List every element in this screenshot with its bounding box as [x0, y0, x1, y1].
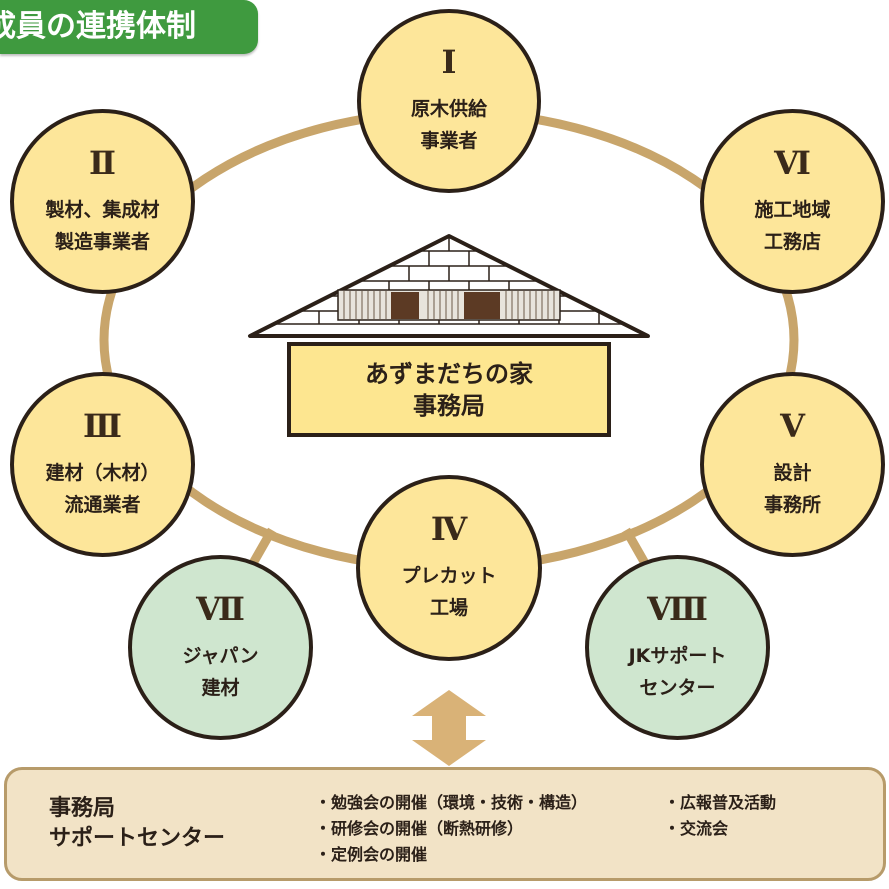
member-label: ジャパン 建材 [182, 644, 259, 699]
member-number: Ⅵ [774, 143, 811, 182]
activity-list-right: ・広報普及活動 ・交流会 [664, 790, 776, 842]
double-arrow [412, 690, 486, 766]
member-label: 原木供給 事業者 [410, 98, 487, 152]
member-circle-i: Ⅰ 原木供給 事業者 [357, 9, 541, 193]
member-circle-iv: Ⅳ プレカット 工場 [356, 475, 542, 661]
member-label: JKサポート センター [628, 644, 727, 699]
member-circle-vi: Ⅵ 施工地域 工務店 [700, 109, 885, 294]
member-label: 設計 事務所 [763, 461, 821, 516]
activity-item: ・定例会の開催 [315, 845, 428, 864]
member-number: Ⅰ [441, 43, 457, 81]
member-number: Ⅳ [430, 510, 468, 548]
member-label: 建材（木材） 流通業者 [45, 461, 160, 516]
member-label: 施工地域 工務店 [754, 198, 831, 253]
member-label: プレカット 工場 [401, 565, 497, 619]
activity-list-left: ・勉強会の開催（環境・技術・構造） ・研修会の開催（断熱研修） ・定例会の開催 [315, 790, 587, 868]
activity-item: ・広報普及活動 [664, 793, 777, 812]
member-number: Ⅷ [647, 589, 708, 628]
member-number: Ⅱ [89, 143, 116, 182]
house-body: あずまだちの家 事務局 [287, 342, 611, 437]
member-number: Ⅲ [83, 406, 122, 445]
member-circle-v: Ⅴ 設計 事務所 [700, 372, 885, 557]
member-circle-vii: Ⅶ ジャパン 建材 [128, 555, 313, 740]
member-label: 製材、集成材 製造事業者 [45, 198, 160, 253]
member-number: Ⅶ [196, 589, 245, 628]
member-circle-iii: Ⅲ 建材（木材） 流通業者 [10, 372, 195, 557]
panel-title: 事務局 サポートセンター [49, 796, 226, 851]
title-banner: 成員の連携体制 [0, 0, 258, 54]
activity-item: ・勉強会の開催（環境・技術・構造） [315, 793, 588, 812]
member-number: Ⅴ [780, 406, 805, 445]
member-circle-ii: Ⅱ 製材、集成材 製造事業者 [10, 109, 195, 294]
center-label: あずまだちの家 事務局 [365, 359, 533, 420]
support-center-panel: 事務局 サポートセンター ・勉強会の開催（環境・技術・構造） ・研修会の開催（断… [4, 767, 886, 881]
member-circle-viii: Ⅷ JKサポート センター [585, 555, 770, 740]
house-roof [248, 234, 650, 338]
page-title: 成員の連携体制 [0, 9, 196, 44]
activity-item: ・研修会の開催（断熱研修） [315, 819, 524, 838]
activity-item: ・交流会 [664, 819, 729, 838]
